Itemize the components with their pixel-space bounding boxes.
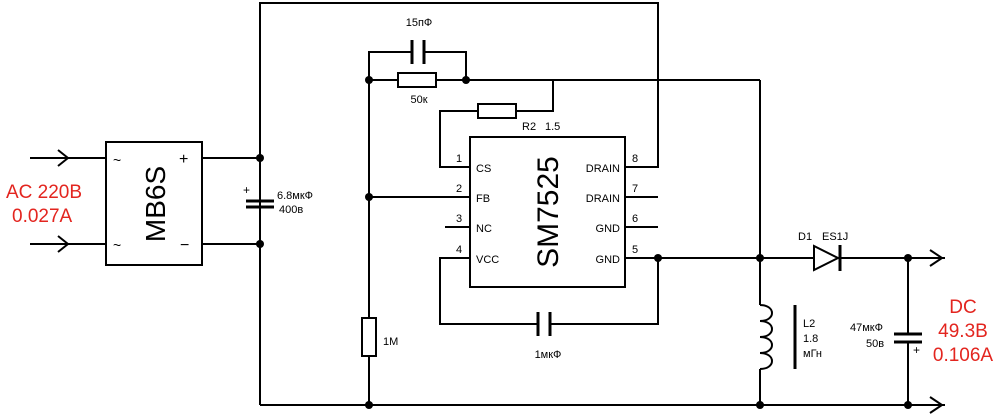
wire-15pf (368, 51, 467, 80)
output-current: 0.106A (933, 345, 994, 366)
input-annotation: AC 220B 0.027A (6, 182, 82, 227)
r50k-value: 50к (410, 94, 427, 106)
wire-vcc-cap (439, 257, 659, 325)
input-terminals (30, 149, 106, 253)
pin-name: CS (476, 163, 491, 175)
ic-sm7525: SM7525 1 CS 2 FB 3 NC 4 VCC 8 DRAIN 7 DR… (456, 136, 638, 288)
pin-name: GND (596, 254, 621, 266)
pin-number: 7 (632, 183, 638, 195)
bridge-ac-symbol: ~ (113, 152, 121, 168)
capacitor-vcc: 1мкФ (535, 312, 562, 361)
output-terminals (929, 249, 944, 414)
output-label: DC (949, 297, 976, 318)
pin-number: 2 (456, 183, 462, 195)
pin-number: 3 (456, 213, 462, 225)
capacitor-15pf: 15пФ (406, 17, 433, 64)
pin-number: 8 (632, 153, 638, 165)
pin-name: NC (476, 223, 492, 235)
pin-number: 4 (456, 244, 462, 256)
capacitor-output: + 47мкФ 50в (850, 322, 922, 357)
pin-name: FB (476, 193, 490, 205)
pin-number: 6 (632, 213, 638, 225)
output-arrow-bottom (929, 396, 944, 414)
inductor-value: 1.8 (803, 333, 818, 345)
cbulk-voltage: 400в (279, 204, 303, 216)
resistor-r2: R2 1.5 (477, 103, 560, 133)
output-voltage: 49.3B (938, 321, 988, 342)
inductor-unit: мГн (803, 348, 822, 360)
pin-number: 5 (632, 244, 638, 256)
wire-drain-loop (259, 2, 659, 168)
resistor-1m: 1M (361, 317, 398, 357)
output-arrow-top (929, 249, 944, 267)
input-arrow-bottom (30, 235, 106, 253)
pin-name: DRAIN (586, 193, 620, 205)
input-current: 0.027A (12, 206, 73, 227)
input-arrow-top (30, 149, 106, 167)
r1m-value: 1M (383, 336, 398, 348)
cout-polarity: + (913, 343, 920, 357)
cvcc-value: 1мкФ (535, 349, 562, 361)
pin-name: VCC (476, 254, 499, 266)
pin-name: GND (596, 223, 621, 235)
input-voltage: AC 220B (6, 182, 82, 203)
inductor-l2: L2 1.8 мГн (759, 304, 822, 370)
bridge-label: MB6S (140, 166, 171, 242)
resistor-50k: 50к (397, 72, 437, 106)
capacitor-bulk: + 6.8мкФ 400в (243, 183, 313, 216)
cout-value: 47мкФ (850, 322, 883, 334)
cbulk-polarity: + (243, 183, 250, 197)
wire-r2 (439, 80, 554, 168)
pin-name: DRAIN (586, 163, 620, 175)
wires (202, 2, 945, 406)
bridge-ac-symbol: ~ (113, 237, 121, 253)
r2-value: 1.5 (545, 121, 560, 133)
r2-ref: R2 (522, 121, 536, 133)
bridge-plus-sign: + (179, 151, 188, 168)
c15pf-value: 15пФ (406, 17, 433, 29)
junction-dots (256, 76, 912, 409)
bridge-minus-sign: − (180, 237, 189, 254)
diode-d1: D1 ES1J (798, 231, 848, 272)
bridge-rectifier: MB6S ~ ~ + − (105, 141, 203, 266)
diode-part: ES1J (822, 231, 848, 243)
ic-label: SM7525 (532, 156, 565, 268)
diode-ref: D1 (798, 231, 812, 243)
pin-number: 1 (456, 153, 462, 165)
output-annotation: DC 49.3B 0.106A (933, 297, 994, 366)
inductor-ref: L2 (803, 318, 815, 330)
cbulk-value: 6.8мкФ (277, 190, 313, 202)
cout-voltage: 50в (866, 338, 884, 350)
